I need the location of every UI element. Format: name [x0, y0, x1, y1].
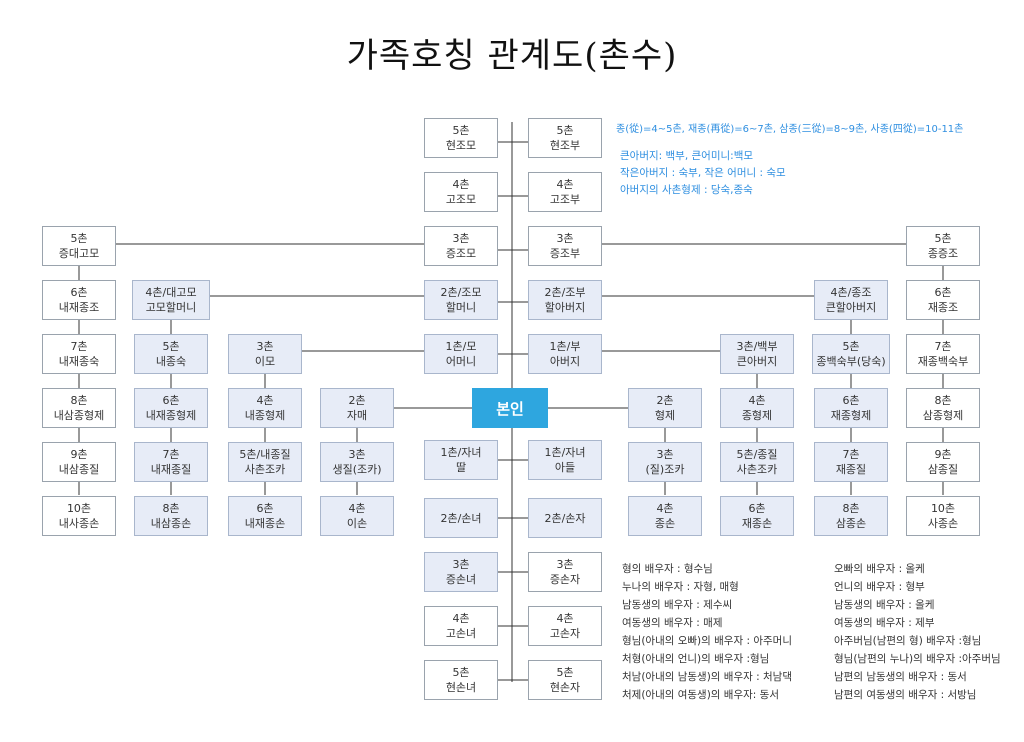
- spouse-item: 누나의 배우자 : 자형, 매형: [622, 581, 739, 593]
- spouse-item: 여동생의 배우자 : 매제: [622, 617, 723, 629]
- spouse-item: 여동생의 배우자 : 제부: [834, 617, 935, 629]
- spouse-list-right: 오빠의 배우자 : 올케 언니의 배우자 : 형부 남동생의 배우자 : 올케 …: [834, 560, 1001, 704]
- spouse-item: 형님(아내의 오빠)의 배우자 : 아주머니: [622, 635, 792, 647]
- node-b2: 3촌(질)조카: [628, 442, 702, 482]
- note-keun-abeoji: 큰아버지: 백부, 큰어미니:백모: [620, 150, 754, 162]
- spouse-item: 오빠의 배우자 : 올케: [834, 563, 925, 575]
- note-jageun-abeoji: 작은아버지 : 숙부, 작은 어머니 : 숙모: [620, 167, 786, 179]
- spouse-item: 처제(아내의 여동생)의 배우자: 동서: [622, 689, 779, 701]
- note-dangsuk: 아버지의 사촌형제 : 당숙,종숙: [620, 184, 753, 196]
- spouse-item: 처남(아내의 남동생)의 배우자 : 처남댁: [622, 671, 792, 683]
- spouse-item: 처형(아내의 언니)의 배우자 :형님: [622, 653, 770, 665]
- spouse-item: 남편의 여동생의 배우자 : 서방님: [834, 689, 977, 701]
- node-sonja: 2촌/손자: [528, 498, 602, 538]
- page-title: 가족호칭 관계도(촌수): [346, 36, 678, 76]
- self-node: 본인: [472, 388, 548, 428]
- spouse-item: 언니의 배우자 : 형부: [834, 581, 925, 593]
- note-jong-definition: 종(從)=4~5촌, 재종(再從)=6~7촌, 삼종(三從)=8~9촌, 사종(…: [616, 124, 964, 135]
- spouse-item: 형의 배우자 : 형수님: [622, 563, 713, 575]
- spouse-item: 아주버님(남편의 형) 배우자 :형님: [834, 635, 982, 647]
- spouse-item: 형님(남편의 누나)의 배우자 :아주버님: [834, 653, 1001, 665]
- node-sonnyeo: 2촌/손녀: [424, 498, 498, 538]
- spouse-item: 남편의 남동생의 배우자 : 동서: [834, 671, 967, 683]
- spouse-list-left: 형의 배우자 : 형수님 누나의 배우자 : 자형, 매형 남동생의 배우자 :…: [622, 560, 792, 704]
- spouse-item: 남동생의 배우자 : 올케: [834, 599, 935, 611]
- spouse-item: 남동생의 배우자 : 제수씨: [622, 599, 733, 611]
